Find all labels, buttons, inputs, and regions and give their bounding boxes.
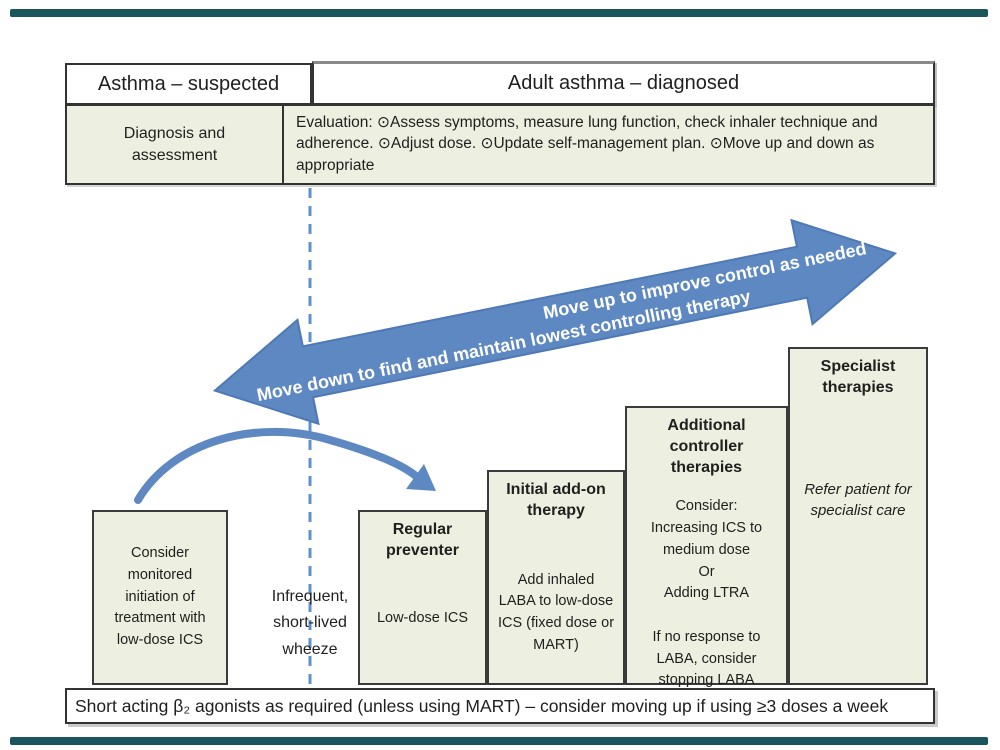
step-title: Specialist therapies [820,358,896,396]
saba-reliever-bar: Short acting β₂ agonists as required (un… [65,688,935,724]
evaluation-cell: Evaluation: ⊙Assess symptoms, measure lu… [296,114,878,174]
curved-arrow-head [406,464,436,491]
step-consider-monitored-initiation: Consider monitored initiation of treatme… [92,510,228,685]
saba-reliever-text: Short acting β₂ agonists as required (un… [75,695,889,716]
step-body: Consider: Increasing ICS to medium dose … [650,498,763,689]
top-accent-bar [10,9,988,17]
step-initial-add-on-therapy: Initial add-on therapy Add inhaled LABA … [487,470,625,685]
step-body: Consider monitored initiation of treatme… [114,545,206,649]
assessment-row: Diagnosis and assessment Evaluation: ⊙As… [65,104,935,185]
infrequent-wheeze-note: Infrequent, short-lived wheeze [271,588,349,658]
diagnosis-assessment-cell: Diagnosis and assessment [67,106,284,183]
curved-entry-arrow [134,427,436,504]
step-title: Initial add-on therapy [506,481,606,519]
step-regular-preventer: Regular preventer Low-dose ICS [358,510,487,685]
step-specialist-therapies: Specialist therapies Refer patient for s… [788,347,928,685]
step-title: Regular preventer [386,521,459,559]
curved-arrow-path [134,427,421,504]
step-body: Add inhaled LABA to low-dose ICS (fixed … [497,571,615,653]
step-additional-controller-therapies: Additional controller therapies Consider… [625,406,788,688]
step-referral-note: Refer patient for specialist care [804,480,912,520]
bottom-accent-bar [10,737,988,745]
header-asthma-suspected: Asthma – suspected [65,63,312,105]
step-body: Low-dose ICS [376,609,469,626]
step-title: Additional controller therapies [667,417,746,476]
double-arrow-shape [212,218,898,426]
header-adult-asthma-diagnosed: Adult asthma – diagnosed [312,61,935,105]
